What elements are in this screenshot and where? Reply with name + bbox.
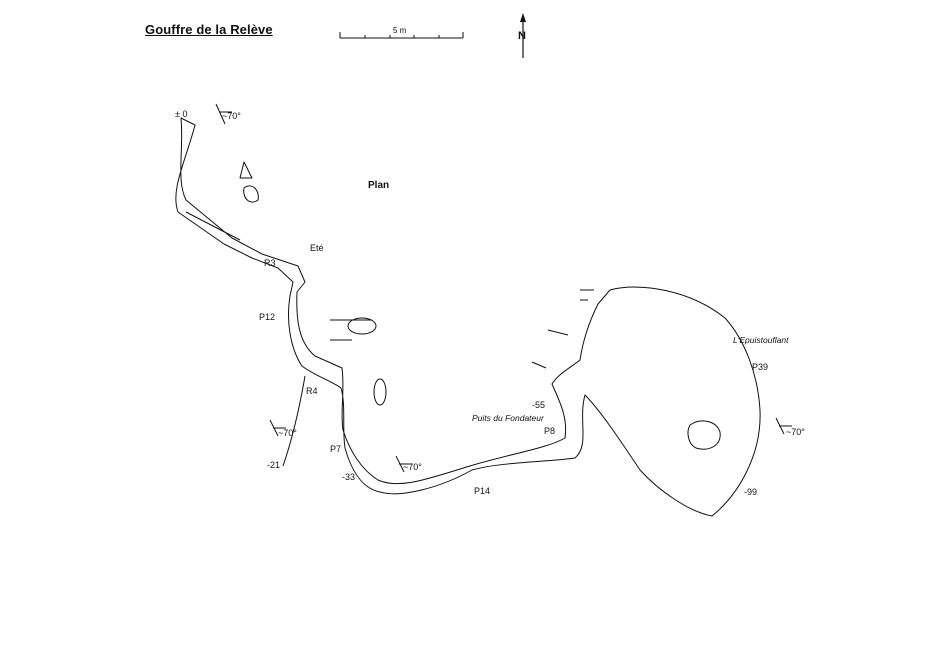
label-depth-33: -33: [342, 472, 356, 482]
label-r3: R3: [264, 258, 276, 268]
north-label: N: [518, 30, 526, 42]
label-p39: P39: [752, 362, 769, 372]
north-arrow-icon: [520, 13, 526, 58]
scale-label: 5 m: [393, 26, 407, 35]
label-ete: Eté: [310, 243, 324, 253]
label-dip-4: ~70°: [786, 427, 805, 437]
label-puits-fondateur: Puits du Fondateur: [472, 413, 544, 423]
label-p12: P12: [259, 312, 276, 322]
cave-passage-outline: [175, 117, 761, 517]
label-epuistouflant: L'Epuistouflant: [733, 335, 789, 345]
scale-bar: [339, 32, 464, 39]
label-r4: R4: [306, 386, 318, 396]
label-dip-3: ~70°: [403, 462, 422, 472]
label-p7: P7: [330, 444, 342, 454]
label-depth-99: -99: [744, 487, 758, 497]
dip-symbols: [215, 103, 792, 473]
view-label: Plan: [368, 180, 390, 191]
label-dip-2: ~70°: [278, 428, 297, 438]
label-depth-55: -55: [532, 400, 546, 410]
label-p8: P8: [544, 426, 556, 436]
label-dip-1: ~70°: [222, 111, 241, 121]
label-entrance-depth: ± 0: [175, 109, 188, 119]
label-depth-21: -21: [267, 460, 281, 470]
map-title: Gouffre de la Relève: [145, 22, 273, 37]
label-p14: P14: [474, 486, 491, 496]
